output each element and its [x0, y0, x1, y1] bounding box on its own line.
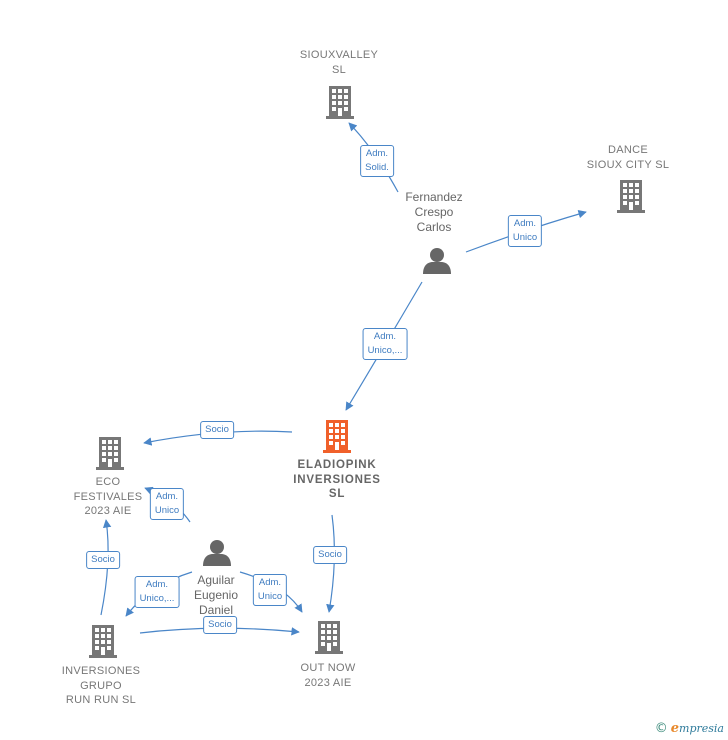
node-eladiopink[interactable]: ELADIOPINK INVERSIONES SL — [293, 459, 381, 500]
person-icon[interactable] — [423, 248, 451, 274]
building-icon[interactable] — [315, 621, 343, 654]
brand-footer[interactable]: ©empresia — [655, 721, 724, 736]
brand-initial: e — [670, 721, 680, 736]
edge-label-grupo-outnow[interactable]: Socio — [203, 616, 237, 634]
edge-label-fernandez-dance[interactable]: Adm. Unico — [507, 215, 543, 247]
node-aguilar[interactable]: Aguilar Eugenio Daniel — [193, 573, 239, 617]
building-icon[interactable] — [326, 86, 354, 119]
building-icon[interactable] — [96, 437, 124, 470]
edge-label-eladiopink-eco[interactable]: Socio — [200, 421, 234, 439]
building-icon[interactable] — [617, 180, 645, 213]
edge-label-eladiopink-outnow[interactable]: Socio — [313, 546, 347, 564]
edge-label-aguilar-outnow[interactable]: Adm. Unico — [252, 574, 288, 606]
node-inversiones-grupo[interactable]: INVERSIONES GRUPO RUN RUN SL — [61, 665, 141, 706]
building-icon[interactable] — [323, 420, 351, 453]
brand-name: mpresia — [679, 722, 724, 735]
node-siouxvalley[interactable]: SIOUXVALLEY SL — [299, 49, 379, 76]
edge-label-fernandez-eladiopink[interactable]: Adm. Unico,... — [362, 328, 408, 360]
edge-label-aguilar-eco[interactable]: Adm. Unico — [149, 488, 185, 520]
node-out-now[interactable]: OUT NOW 2023 AIE — [300, 662, 356, 689]
person-icon[interactable] — [203, 540, 231, 566]
node-eco[interactable]: ECO FESTIVALES 2023 AIE — [73, 476, 143, 517]
building-icon[interactable] — [89, 625, 117, 658]
node-fernandez[interactable]: Fernandez Crespo Carlos — [405, 190, 463, 234]
edge-label-aguilar-grupo[interactable]: Adm. Unico,... — [134, 576, 180, 608]
edge-label-grupo-eco[interactable]: Socio — [86, 551, 120, 569]
edge-label-fernandez-siouxvalley[interactable]: Adm. Solid. — [360, 145, 394, 177]
copyright-icon: © — [654, 721, 668, 736]
node-dance[interactable]: DANCE SIOUX CITY SL — [586, 144, 670, 171]
